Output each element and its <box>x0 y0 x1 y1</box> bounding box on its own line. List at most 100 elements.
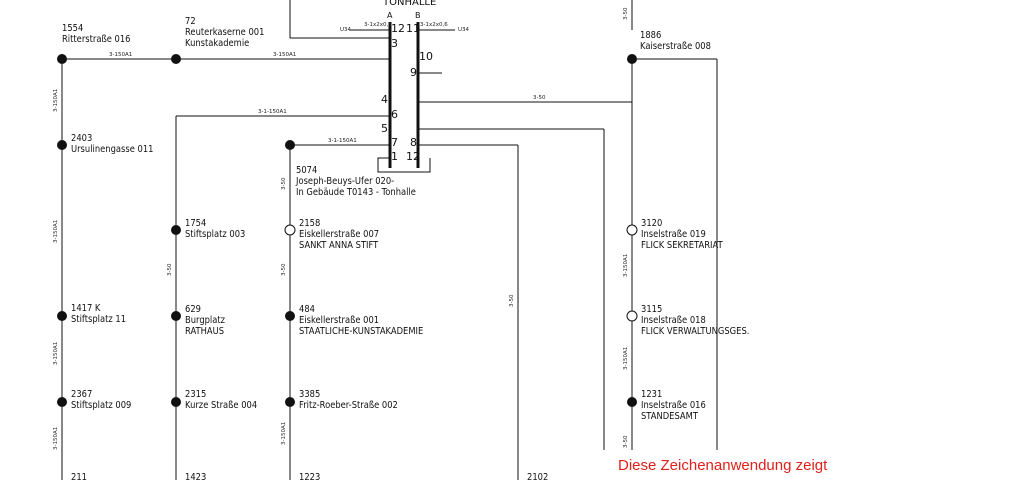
station-5074-name: Joseph-Beuys-Ufer 020- <box>296 176 395 187</box>
station-2403-name: Ursulinengasse 011 <box>71 144 154 155</box>
station-629-sub: RATHAUS <box>185 326 225 337</box>
hub-pin-a1: 1 <box>391 150 398 163</box>
station-3120-id: 3120 <box>641 218 663 229</box>
station-2315-id: 2315 <box>185 389 207 400</box>
hub-pin-a6: 6 <box>391 108 398 121</box>
station-3120-name: Inselstraße 019 <box>641 229 706 240</box>
node-72[interactable] <box>171 54 181 64</box>
node-2158[interactable] <box>284 224 296 236</box>
station-2367-id: 2367 <box>71 389 93 400</box>
station-2102-id: 2102 <box>527 472 549 483</box>
station-1231-name: Inselstraße 016 <box>641 400 706 411</box>
station-2158-sub: SANKT ANNA STIFT <box>299 240 379 251</box>
station-3115-name: Inselstraße 018 <box>641 315 706 326</box>
station-484-id: 484 <box>299 304 315 315</box>
station-1886-name: Kaiserstraße 008 <box>640 41 711 52</box>
cable-label-col5-top: 3-50 <box>623 7 629 20</box>
station-629-name: Burgplatz <box>185 315 226 326</box>
hub-pin-b8: 8 <box>410 136 417 149</box>
cable-label-left-1: 3-150A1 <box>53 88 59 112</box>
hub-pin-b11: 11 <box>406 22 420 35</box>
station-211-id: 211 <box>71 472 87 483</box>
node-3385[interactable] <box>285 397 295 407</box>
hub-right-group: 3-1x2x0,6 <box>420 22 448 28</box>
station-1754-id: 1754 <box>185 218 207 229</box>
station-1754-name: Stiftsplatz 003 <box>185 229 246 240</box>
station-2158-id: 2158 <box>299 218 321 229</box>
cable-label-stifts-hub: 3-1-150A1 <box>258 109 287 115</box>
node-2367[interactable] <box>57 397 67 407</box>
hub-title: TONHALLE <box>383 0 437 8</box>
cable-label-left-3: 3-150A1 <box>53 341 59 365</box>
hub-pin-a4: 4 <box>381 93 388 106</box>
node-484[interactable] <box>285 311 295 321</box>
cable-label-col3-2: 3-50 <box>281 263 287 276</box>
station-3115-id: 3115 <box>641 304 663 315</box>
notice-text: Diese Zeichenanwendung zeigt <box>618 457 828 474</box>
station-1886-id: 1886 <box>640 30 662 41</box>
hub-pin-b12: 12 <box>406 150 420 163</box>
node-1417k[interactable] <box>57 311 67 321</box>
station-1423-id: 1423 <box>185 472 207 483</box>
node-2403[interactable] <box>57 140 67 150</box>
cable-label-col4: 3-50 <box>509 294 515 307</box>
station-2315-name: Kurze Straße 004 <box>185 400 258 411</box>
hub-col-a: A <box>387 11 393 20</box>
hub-left-tag: U34 <box>340 27 352 33</box>
cable-label-left-4: 3-150A1 <box>53 426 59 450</box>
station-5074-id: 5074 <box>296 165 318 176</box>
hub-pin-a12: 12 <box>391 22 405 35</box>
station-3120-sub: FLICK SEKRETARIAT <box>641 240 723 251</box>
hub-hook-left <box>377 157 431 173</box>
node-3120[interactable] <box>626 224 638 236</box>
cable-label-col5-4: 3-50 <box>623 435 629 448</box>
cable-label-left-2: 3-150A1 <box>53 219 59 243</box>
station-1554-id: 1554 <box>62 23 84 34</box>
node-5074[interactable] <box>285 140 295 150</box>
hub-pin-a3: 3 <box>391 37 398 50</box>
cable-label-col5-2: 3-150A1 <box>623 253 629 277</box>
station-484-sub: STAATLICHE-KUNSTAKADEMIE <box>299 326 424 337</box>
station-72-sub: Kunstakademie <box>185 38 250 49</box>
node-1554[interactable] <box>57 54 67 64</box>
cable-label-col3-1: 3-50 <box>281 177 287 190</box>
station-2367-name: Stiftsplatz 009 <box>71 400 132 411</box>
station-1223-id: 1223 <box>299 472 321 483</box>
hub-left-group: 3-1x2x0,6 <box>364 22 392 28</box>
station-5074-sub: In Gebäude T0143 - Tonhalle <box>296 187 416 198</box>
hub-right-tag: U34 <box>458 27 470 33</box>
node-2315[interactable] <box>171 397 181 407</box>
hub-col-b: B <box>415 11 421 20</box>
station-1417k-name: Stiftsplatz 11 <box>71 314 127 325</box>
station-3385-name: Fritz-Roeber-Straße 002 <box>299 400 398 411</box>
cable-label-hub-kaiser: 3-50 <box>533 95 546 101</box>
station-629-id: 629 <box>185 304 201 315</box>
cable-label-col2-1: 3-50 <box>167 263 173 276</box>
station-1231-id: 1231 <box>641 389 663 400</box>
station-1417k-id: 1417 K <box>71 303 101 314</box>
cable-label-col3-3: 3-150A1 <box>281 421 287 445</box>
station-72-name: Reuterkaserne 001 <box>185 27 265 38</box>
node-629[interactable] <box>171 311 181 321</box>
node-3115[interactable] <box>626 310 638 322</box>
station-2158-name: Eiskellerstraße 007 <box>299 229 380 240</box>
cable-label-5074-hub: 3-1-150A1 <box>328 138 357 144</box>
station-2403-id: 2403 <box>71 133 93 144</box>
cable-label-ritter-reuter: 3-150A1 <box>109 52 133 58</box>
station-72-id: 72 <box>185 16 196 27</box>
station-1554-name: Ritterstraße 016 <box>62 34 131 45</box>
hub-pin-a7: 7 <box>391 136 398 149</box>
cable-label-col5-3: 3-150A1 <box>623 346 629 370</box>
station-484-name: Eiskellerstraße 001 <box>299 315 380 326</box>
node-1754[interactable] <box>171 225 181 235</box>
hub-pin-b9: 9 <box>410 66 417 79</box>
cable-label-reuter-hub: 3-150A1 <box>273 52 297 58</box>
node-1231[interactable] <box>627 397 637 407</box>
hub-pin-a5: 5 <box>381 122 388 135</box>
station-3385-id: 3385 <box>299 389 321 400</box>
node-1886[interactable] <box>627 54 637 64</box>
station-3115-sub: FLICK VERWALTUNGSGES. <box>641 326 750 337</box>
station-1231-sub: STANDESAMT <box>641 411 698 422</box>
hub-pin-b10: 10 <box>419 50 433 63</box>
